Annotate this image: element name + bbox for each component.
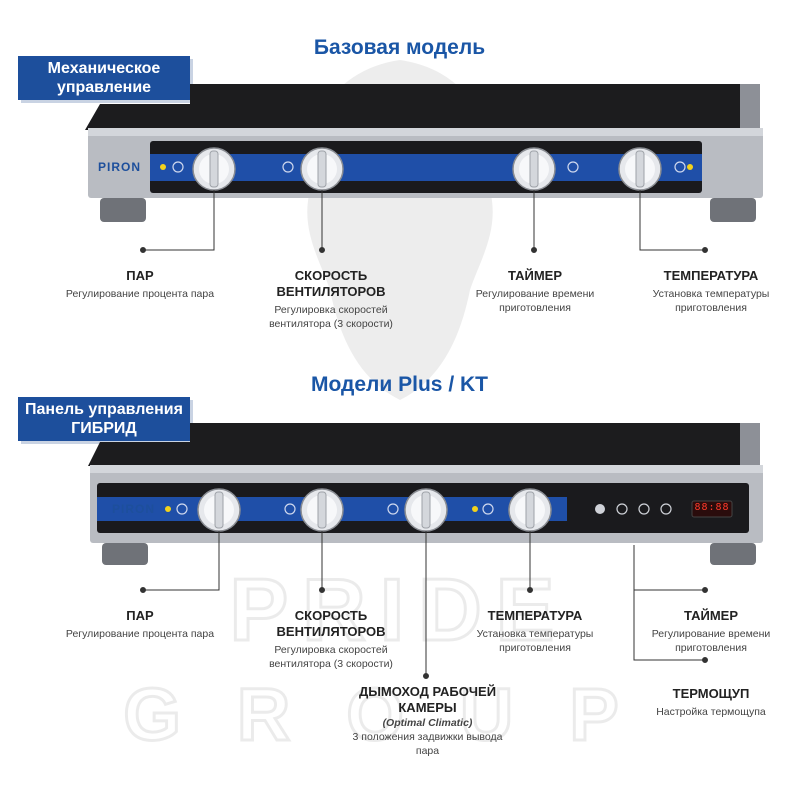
label-temperature-plus: ТЕМПЕРАТУРА Установка температуры пригот… bbox=[460, 608, 610, 655]
label-temperature-basic: ТЕМПЕРАТУРА Установка температуры пригот… bbox=[636, 268, 786, 315]
label-desc: Установка температуры приготовления bbox=[476, 628, 594, 654]
label-desc: Регулировка скоростей вентилятора (3 ско… bbox=[269, 644, 393, 670]
label-desc: Настройка термощупа bbox=[656, 706, 766, 718]
label-heading: ТАЙМЕР bbox=[507, 268, 563, 283]
label-desc: Регулирование времени приготовления bbox=[651, 628, 771, 654]
label-fan-speed-plus: СКОРОСТЬ ВЕНТИЛЯТОРОВ Регулировка скорос… bbox=[256, 608, 406, 671]
chimney-knob[interactable] bbox=[404, 488, 448, 532]
label-heading: СКОРОСТЬ ВЕНТИЛЯТОРОВ bbox=[276, 268, 386, 299]
label-desc: Регулирование процента пара bbox=[65, 628, 215, 640]
label-heading: ТАЙМЕР bbox=[683, 608, 739, 623]
steam-knob[interactable] bbox=[197, 488, 241, 532]
label-heading: ПАР bbox=[126, 608, 154, 623]
temperature-knob[interactable] bbox=[618, 147, 662, 191]
label-heading: ДЫМОХОД РАБОЧЕЙ КАМЕРЫ bbox=[358, 684, 497, 715]
label-heading: ТЕМПЕРАТУРА bbox=[487, 608, 583, 623]
fan-speed-knob[interactable] bbox=[300, 488, 344, 532]
label-fan-speed-basic: СКОРОСТЬ ВЕНТИЛЯТОРОВ Регулировка скорос… bbox=[256, 268, 406, 331]
label-heading: СКОРОСТЬ ВЕНТИЛЯТОРОВ bbox=[276, 608, 386, 639]
label-heading: ТЕРМОЩУП bbox=[672, 686, 750, 701]
label-italic: (Optimal Climatic) bbox=[382, 717, 473, 729]
steam-knob[interactable] bbox=[192, 147, 236, 191]
brand-logo-plus: PIRON bbox=[112, 502, 156, 516]
temperature-knob[interactable] bbox=[508, 488, 552, 532]
label-heading: ПАР bbox=[126, 268, 154, 283]
label-heading: ТЕМПЕРАТУРА bbox=[663, 268, 759, 283]
label-timer-basic: ТАЙМЕР Регулирование времени приготовлен… bbox=[460, 268, 610, 315]
label-desc: Регулирование времени приготовления bbox=[475, 288, 595, 314]
section-title-basic: Базовая модель bbox=[313, 36, 486, 59]
label-probe-plus: ТЕРМОЩУП Настройка термощупа bbox=[636, 686, 786, 719]
label-desc: 3 положения задвижки вывода пара bbox=[352, 731, 503, 757]
label-desc: Регулирование процента пара bbox=[65, 288, 215, 300]
fan-speed-knob[interactable] bbox=[300, 147, 344, 191]
label-desc: Регулировка скоростей вентилятора (3 ско… bbox=[269, 304, 393, 330]
label-chimney-plus: ДЫМОХОД РАБОЧЕЙ КАМЕРЫ (Optimal Climatic… bbox=[345, 684, 510, 758]
label-desc: Установка температуры приготовления bbox=[652, 288, 770, 314]
label-steam-basic: ПАР Регулирование процента пара bbox=[60, 268, 220, 301]
label-timer-plus: ТАЙМЕР Регулирование времени приготовлен… bbox=[636, 608, 786, 655]
label-steam-plus: ПАР Регулирование процента пара bbox=[60, 608, 220, 641]
section-title-plus: Модели Plus / KT bbox=[311, 373, 488, 396]
brand-logo-basic: PIRON bbox=[98, 160, 142, 174]
timer-knob[interactable] bbox=[512, 147, 556, 191]
digital-display: 88:88 bbox=[694, 502, 730, 513]
